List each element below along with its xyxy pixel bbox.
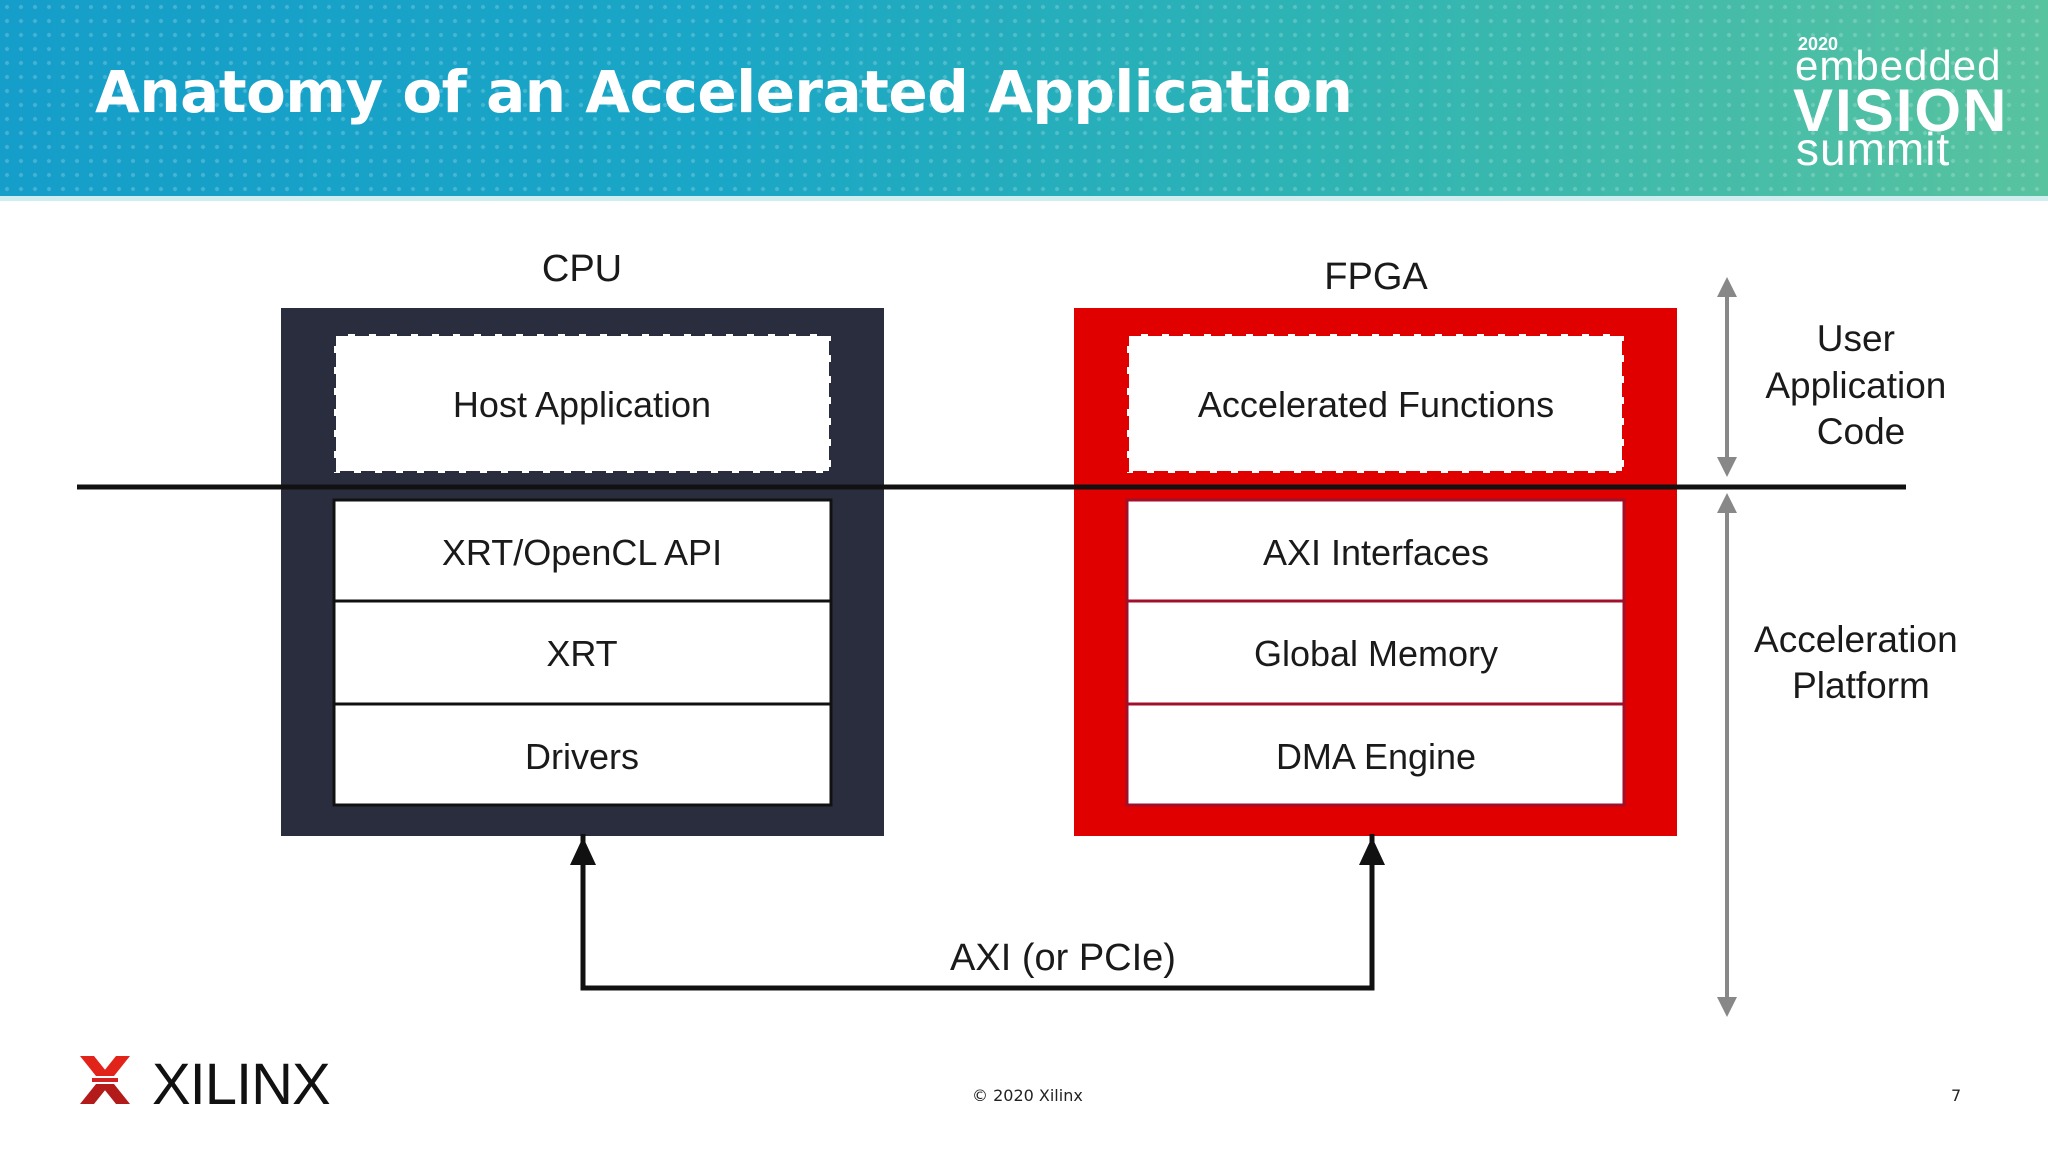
xilinx-mark-icon xyxy=(80,1056,130,1104)
host-application-block xyxy=(332,332,833,475)
host-application-label: Host Application xyxy=(453,384,711,425)
user-application-code-label: User Application Code xyxy=(1765,318,1956,452)
slide-title: Anatomy of an Accelerated Application xyxy=(95,58,1353,126)
cpu-platform-block-2 xyxy=(332,599,833,706)
fpga-platform-block-2 xyxy=(1125,599,1626,706)
architecture-diagram: CPU Host Application XRT/OpenCL API XRT … xyxy=(77,248,1968,1017)
accelerated-functions-label: Accelerated Functions xyxy=(1198,384,1554,425)
acceleration-platform-label: Acceleration Platform xyxy=(1754,619,1968,706)
axi-interfaces-label: AXI Interfaces xyxy=(1263,532,1489,573)
cpu-platform-block-3 xyxy=(332,702,833,807)
cpu-arrowhead xyxy=(570,837,596,865)
page-number: 7 xyxy=(1951,1086,1962,1105)
accelerated-functions-block xyxy=(1125,332,1626,475)
xrt-opencl-api-label: XRT/OpenCL API xyxy=(442,532,722,573)
axi-connection-label: AXI (or PCIe) xyxy=(950,937,1176,979)
fpga-label: FPGA xyxy=(1324,256,1428,298)
xrt-label: XRT xyxy=(546,633,617,674)
dma-engine-label: DMA Engine xyxy=(1276,736,1476,777)
fpga-platform-block-3 xyxy=(1125,702,1626,807)
xilinx-wordmark: XILINX xyxy=(152,1054,330,1117)
copyright-text: © 2020 Xilinx xyxy=(972,1086,1083,1105)
axi-connection-line xyxy=(580,834,1375,991)
cpu-platform-block-1 xyxy=(332,498,833,603)
xilinx-logo: XILINX xyxy=(80,1054,331,1117)
drivers-label: Drivers xyxy=(525,736,639,777)
fpga-arrowhead xyxy=(1359,837,1385,865)
embedded-vision-summit-logo: 2020 embedded VISION summit xyxy=(1793,34,2009,175)
global-memory-label: Global Memory xyxy=(1254,633,1498,674)
title-banner: Anatomy of an Accelerated Application 20… xyxy=(0,0,2048,201)
cpu-label: CPU xyxy=(542,248,622,290)
